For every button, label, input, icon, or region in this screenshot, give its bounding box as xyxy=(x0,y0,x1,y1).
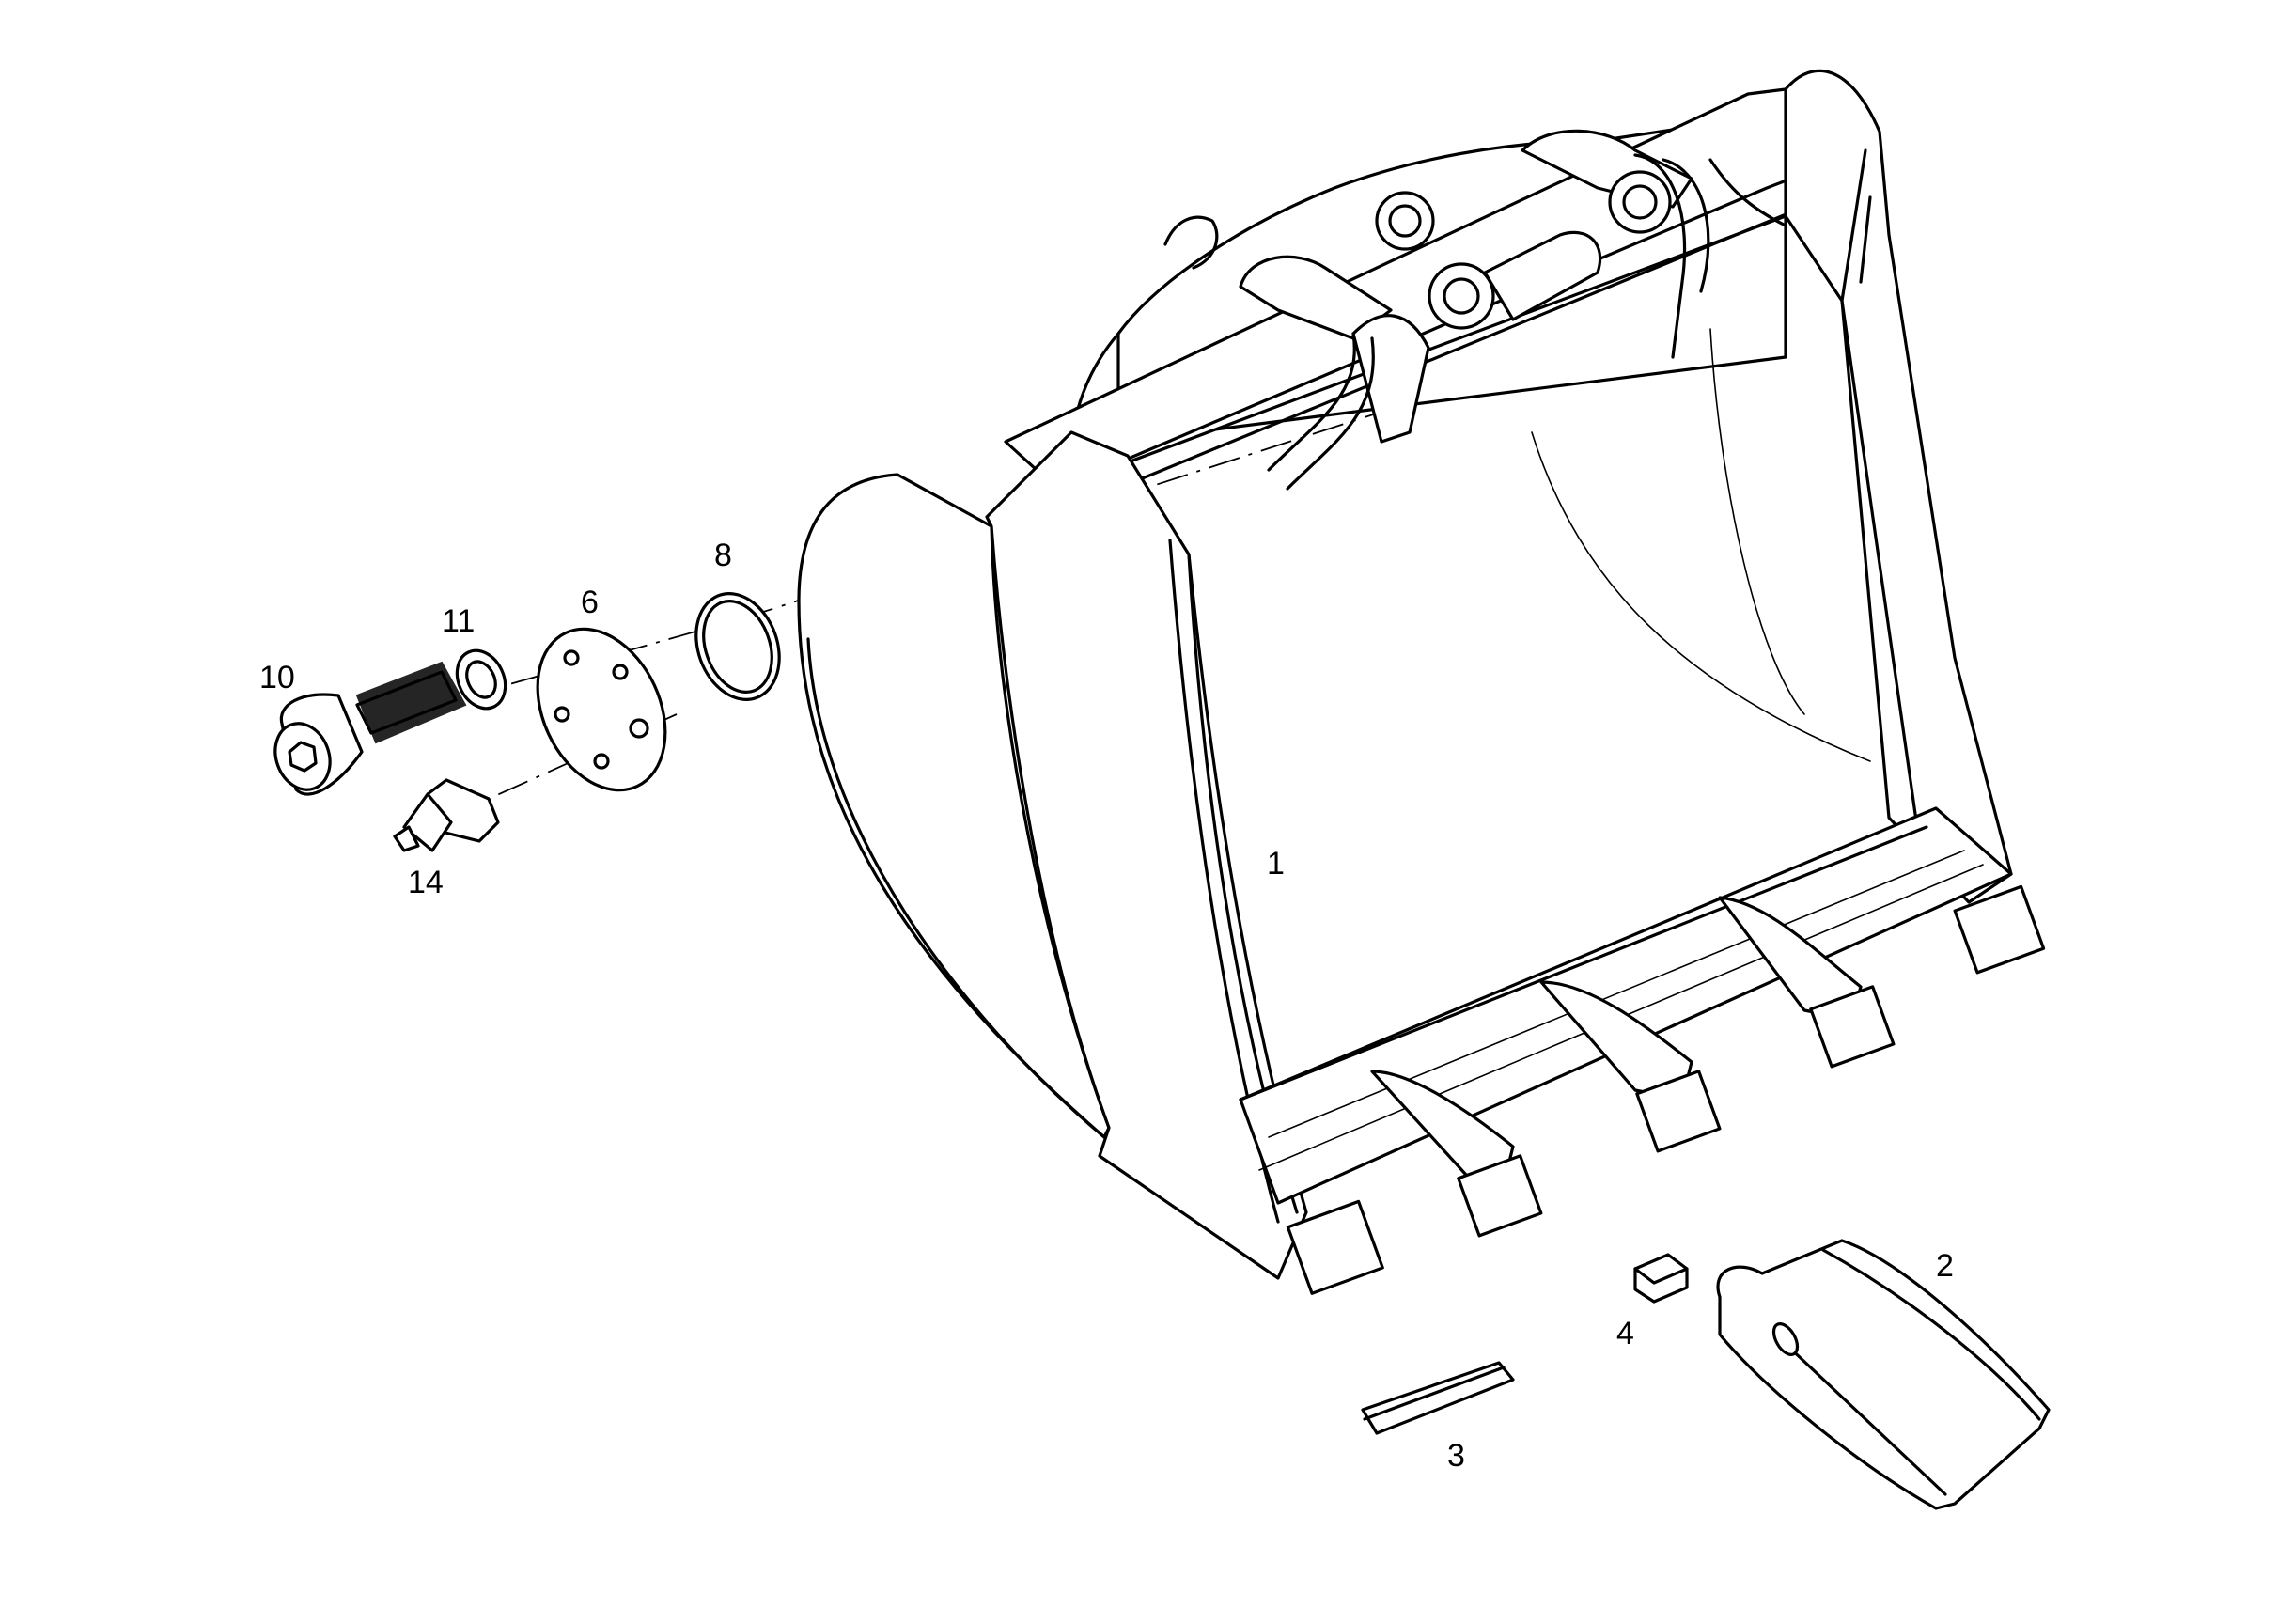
o-ring xyxy=(694,592,781,701)
callout-8: 8 xyxy=(714,538,732,573)
tooth-tip xyxy=(1716,1239,2051,1510)
washer xyxy=(455,648,507,710)
bucket-tooth-1 xyxy=(1370,1070,1543,1238)
callout-4: 4 xyxy=(1616,1316,1634,1351)
bucket-tooth-2 xyxy=(1539,980,1722,1153)
callout-3: 3 xyxy=(1447,1438,1465,1474)
callout-14: 14 xyxy=(408,865,444,900)
callout-1: 1 xyxy=(1267,846,1285,882)
callout-2: 2 xyxy=(1936,1248,1954,1284)
bucket-tooth-left xyxy=(1286,1199,1384,1295)
bucket-tooth-3 xyxy=(1718,896,1896,1069)
callout-6: 6 xyxy=(581,585,599,620)
retaining-pin xyxy=(1361,1361,1515,1435)
cap-screw xyxy=(273,661,467,796)
cover-plate xyxy=(536,627,667,792)
mounting-bracket-left xyxy=(1239,255,1430,491)
pin-lock xyxy=(1633,1253,1689,1304)
grease-nipple xyxy=(393,778,500,852)
callout-11: 11 xyxy=(442,603,475,639)
pin-bushing-upper-left xyxy=(1375,191,1435,251)
pin-bushing-lower-left xyxy=(1428,262,1495,330)
callout-10: 10 xyxy=(259,660,295,695)
callout-labels: 1 2 3 4 6 8 10 11 14 xyxy=(259,538,1954,1474)
bucket-body xyxy=(797,69,2046,1295)
bucket-tooth-4 xyxy=(1953,884,2046,975)
pin-bushing-upper-right xyxy=(1608,170,1672,234)
